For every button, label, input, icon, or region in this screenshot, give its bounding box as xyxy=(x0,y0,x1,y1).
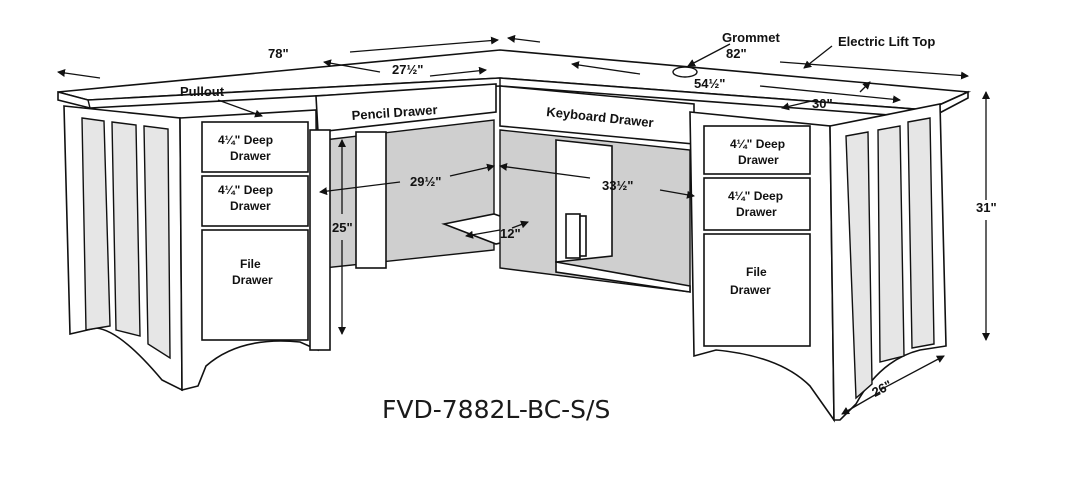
dim-left-return-depth: 27½" xyxy=(392,62,423,77)
label-left-drawer-2-line2: Drawer xyxy=(230,199,271,213)
dim-knee-height: 25" xyxy=(332,220,353,235)
label-pullout: Pullout xyxy=(180,84,225,99)
right-pedestal xyxy=(689,103,947,423)
grommet-hole-icon xyxy=(672,66,698,78)
left-pedestal xyxy=(63,105,319,392)
dim-width-left: 78" xyxy=(268,46,289,61)
dim-width-right: 82" xyxy=(726,46,747,61)
label-grommet: Grommet xyxy=(722,30,780,45)
right-kneehole xyxy=(499,85,695,293)
dim-lift-top-width: 54½" xyxy=(694,76,725,91)
label-left-file-drawer-line2: Drawer xyxy=(232,273,273,287)
label-right-drawer-2-line2: Drawer xyxy=(736,205,777,219)
label-left-drawer-2-line1: 4¼" Deep xyxy=(218,183,273,197)
dim-height: 31" xyxy=(976,200,997,215)
label-right-drawer-2-line1: 4¼" Deep xyxy=(728,189,783,203)
dim-lift-top-depth: 30" xyxy=(812,96,833,111)
label-left-drawer-1-line2: Drawer xyxy=(230,149,271,163)
label-left-file-drawer-line1: File xyxy=(240,257,261,271)
model-number: FVD-7882L-BC-S/S xyxy=(382,395,610,424)
label-right-file-drawer-line1: File xyxy=(746,265,767,279)
label-right-file-drawer-line2: Drawer xyxy=(730,283,771,297)
dim-knee-width-left: 29½" xyxy=(410,174,441,189)
label-left-drawer-1-line1: 4¼" Deep xyxy=(218,133,273,147)
dimension-lines xyxy=(57,34,990,415)
label-pencil-drawer: Pencil Drawer xyxy=(351,102,438,123)
dim-shelf-depth: 12" xyxy=(500,226,521,241)
dim-knee-width-right: 33½" xyxy=(602,178,633,193)
left-kneehole xyxy=(309,83,549,351)
label-right-drawer-1-line1: 4¼" Deep xyxy=(730,137,785,151)
label-electric-lift-top: Electric Lift Top xyxy=(838,34,935,49)
label-right-drawer-1-line2: Drawer xyxy=(738,153,779,167)
